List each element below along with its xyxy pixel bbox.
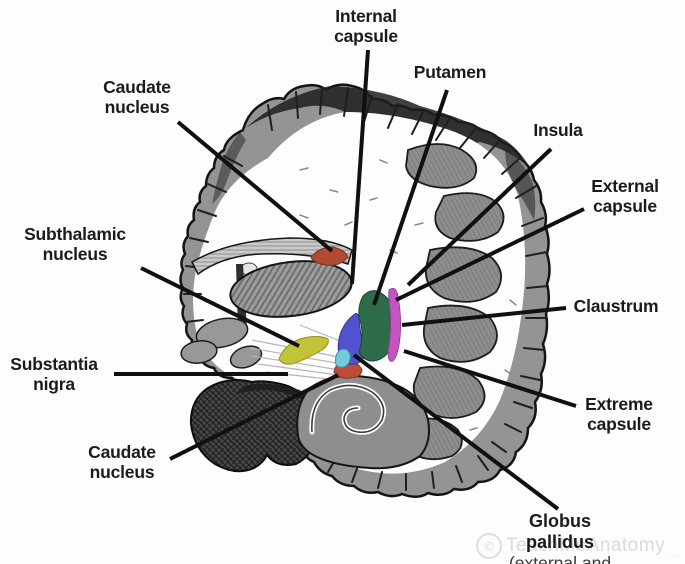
globus-pallidus-subtitle: (external and internal) xyxy=(508,553,612,564)
label-caudate-nucleus-top: Caudate nucleus xyxy=(103,77,171,117)
label-globus-pallidus: Globus pallidus (external and internal) xyxy=(498,511,623,564)
copyright-icon: © xyxy=(476,533,502,559)
label-external-capsule: External capsule xyxy=(591,176,659,216)
substantia-nigra-band xyxy=(236,383,310,404)
leader-globus-pallidus xyxy=(352,353,560,511)
crown-shading xyxy=(246,86,530,168)
watermark-brand: TeachMeAnatomy xyxy=(506,535,666,556)
watermark-suffix: ... xyxy=(669,549,677,559)
putamen-region xyxy=(358,290,397,362)
label-claustrum: Claustrum xyxy=(573,296,659,316)
label-extreme-capsule: Extreme capsule xyxy=(585,394,653,434)
leader-putamen xyxy=(372,89,449,306)
label-putamen: Putamen xyxy=(413,62,487,82)
hippocampus-spiral-line xyxy=(311,384,385,434)
label-internal-capsule: Internal capsule xyxy=(334,6,398,46)
leader-internal-capsule xyxy=(350,49,370,285)
hypothalamic-nuclei xyxy=(180,317,263,369)
leader-lines xyxy=(114,49,585,511)
right-edge-shading xyxy=(505,148,536,220)
label-caudate-nucleus-bottom: Caudate nucleus xyxy=(88,442,156,482)
label-insula: Insula xyxy=(533,120,583,140)
leader-insula xyxy=(406,147,553,287)
leader-subthalamic xyxy=(140,266,300,348)
corpus-callosum xyxy=(191,237,353,276)
leader-caudate-bottom xyxy=(169,373,339,461)
leader-claustrum xyxy=(401,306,567,327)
globus-pallidus-internal-region xyxy=(335,348,351,368)
insular-gyri xyxy=(398,143,505,461)
sulci-lines xyxy=(183,86,549,491)
caudate-nucleus-body-region xyxy=(310,246,349,266)
watermark: © TeachMeAnatomy ... xyxy=(476,533,677,559)
label-subthalamic-nucleus: Subthalamic nucleus xyxy=(24,224,126,264)
label-substantia-nigra: Substantia nigra xyxy=(10,354,98,394)
globus-pallidus-title: Globus pallidus xyxy=(525,511,594,552)
leader-extreme-capsule xyxy=(403,349,577,408)
claustrum-region xyxy=(387,288,402,362)
medial-edge-shading xyxy=(212,132,246,204)
leader-caudate-top xyxy=(176,120,334,253)
leader-external-capsule xyxy=(395,207,585,302)
